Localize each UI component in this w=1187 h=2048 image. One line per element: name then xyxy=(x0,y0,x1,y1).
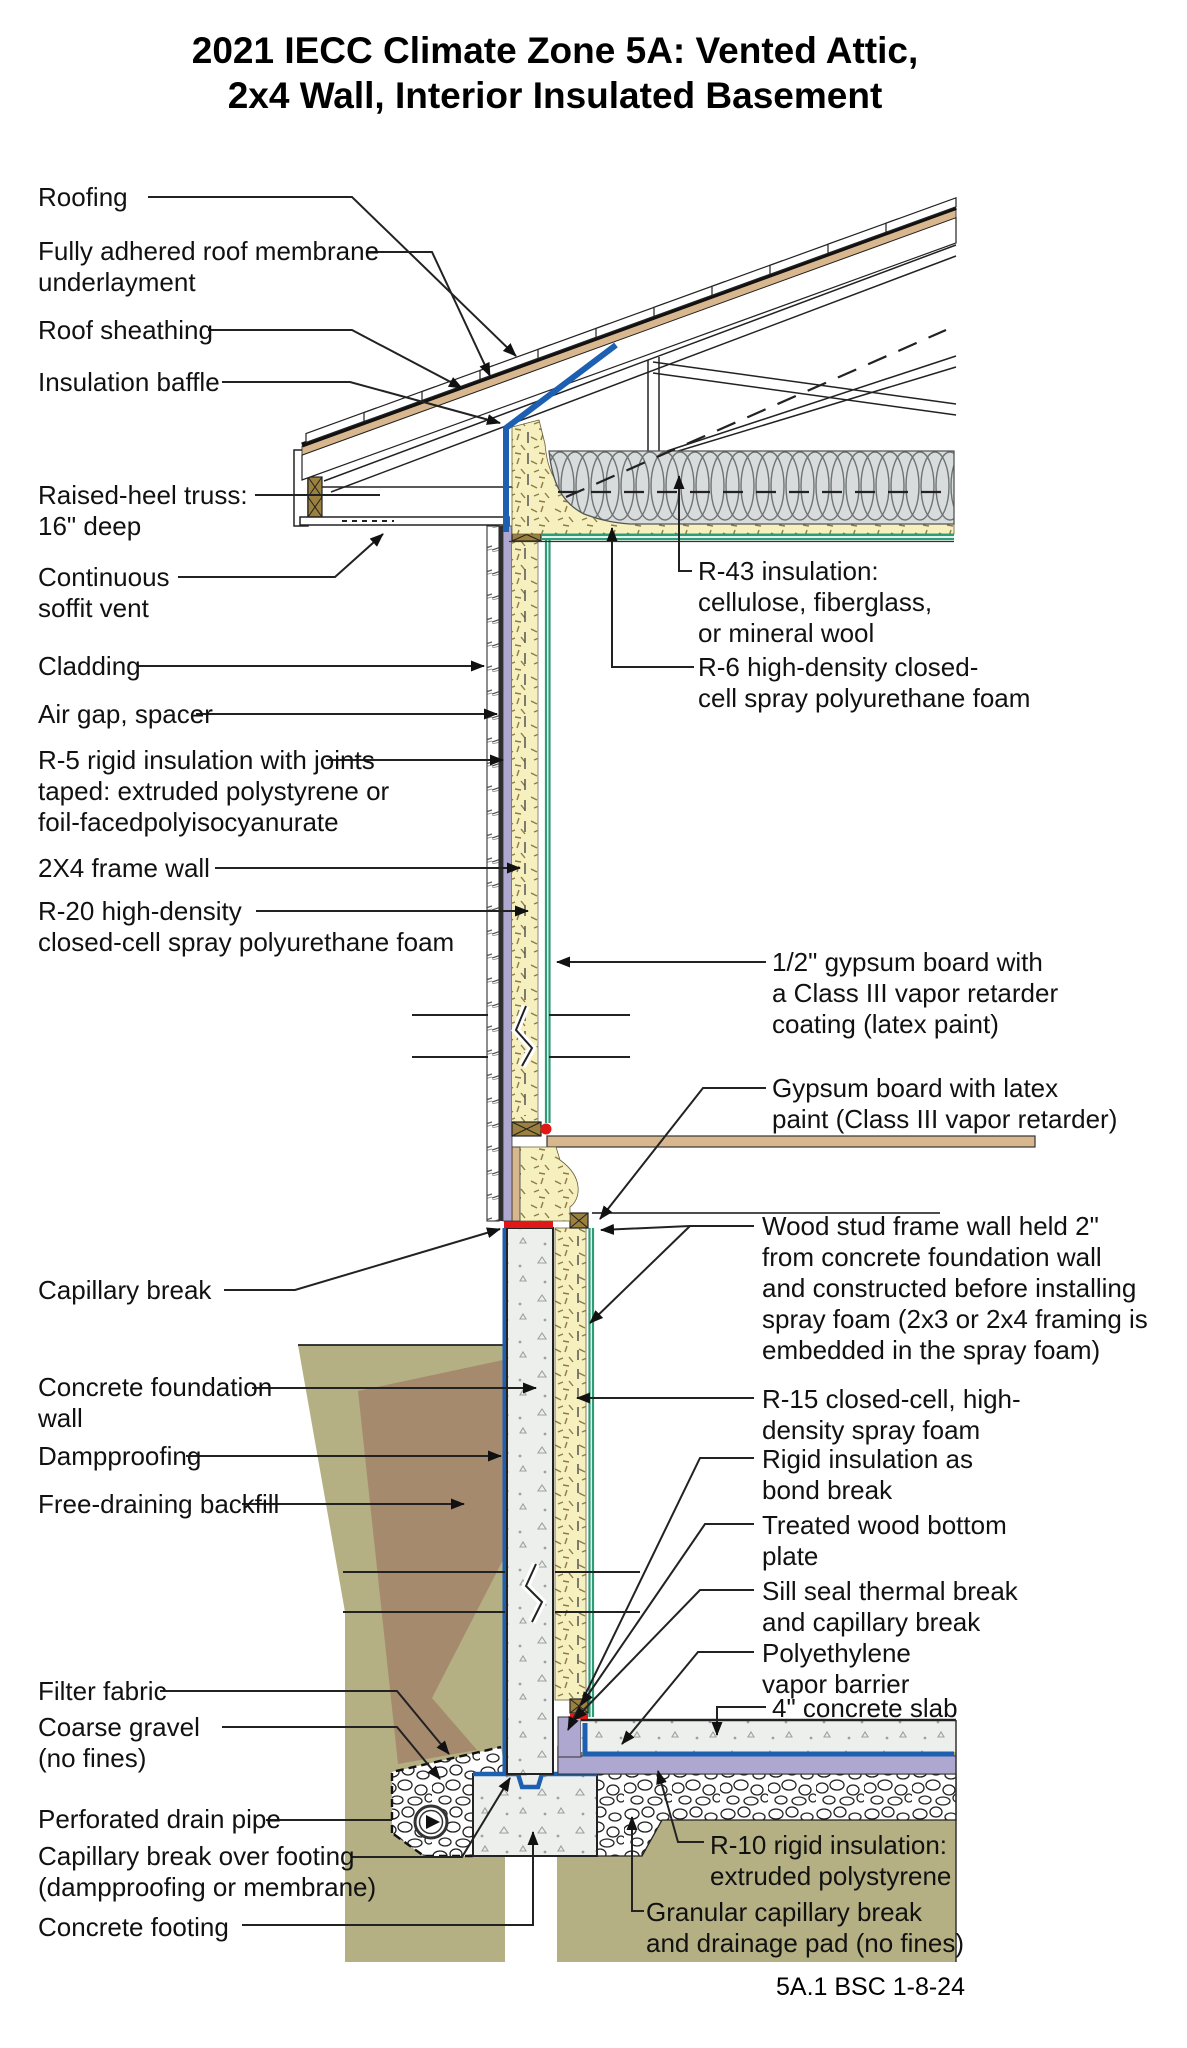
label-membrane: Fully adhered roof membrane underlayment xyxy=(38,236,380,297)
label-gravel: Coarse gravel (no fines) xyxy=(38,1712,200,1773)
slab-assembly xyxy=(557,1716,957,1962)
diagram-title: 2021 IECC Climate Zone 5A: Vented Attic,… xyxy=(191,30,919,116)
roof-assembly xyxy=(301,196,957,493)
insulation-baffle-line xyxy=(503,342,618,532)
label-frame-2x4: 2X4 frame wall xyxy=(38,853,210,883)
label-pipe: Perforated drain pipe xyxy=(38,1804,281,1834)
label-sill: Sill seal thermal break and capillary br… xyxy=(762,1576,1018,1637)
label-footing: Concrete footing xyxy=(38,1912,229,1942)
label-slab: 4" concrete slab xyxy=(772,1693,958,1723)
label-woodstud: Wood stud frame wall held 2" from concre… xyxy=(762,1211,1148,1365)
label-gyp2: Gypsum board with latex paint (Class III… xyxy=(772,1073,1118,1134)
label-sheathing: Roof sheathing xyxy=(38,315,213,345)
label-r20: R-20 high-density closed-cell spray poly… xyxy=(38,896,455,957)
leader-lines xyxy=(138,196,766,1926)
label-baffle: Insulation baffle xyxy=(38,367,220,397)
label-filter: Filter fabric xyxy=(38,1676,167,1706)
basement-frame-wall xyxy=(554,1212,940,1719)
foundation-wall xyxy=(502,1221,554,1775)
label-r15: R-15 closed-cell, high- density spray fo… xyxy=(762,1384,1021,1445)
label-r6: R-6 high-density closed- cell spray poly… xyxy=(698,652,1031,713)
label-soffit: Continuous soffit vent xyxy=(38,562,170,623)
truss-webs xyxy=(323,244,957,493)
break-lines xyxy=(343,1004,640,1624)
above-grade-wall xyxy=(486,525,552,1222)
first-floor xyxy=(511,1135,1036,1222)
label-r5: R-5 rigid insulation with joints taped: … xyxy=(38,745,390,837)
label-poly: Polyethylene vapor barrier xyxy=(762,1638,911,1699)
label-r43: R-43 insulation: cellulose, fiberglass, … xyxy=(698,556,933,648)
label-plate: Treated wood bottom plate xyxy=(762,1510,1007,1571)
label-damp: Dampproofing xyxy=(38,1441,202,1471)
label-truss: Raised-heel truss: 16" deep xyxy=(38,480,248,541)
label-roofing: Roofing xyxy=(38,182,128,212)
label-cladding: Cladding xyxy=(38,651,141,681)
attic-insulation xyxy=(503,328,955,543)
shingles xyxy=(305,196,957,444)
label-backfill: Free-draining backfill xyxy=(38,1489,280,1519)
label-foundwall: Concrete foundation wall xyxy=(38,1372,273,1433)
label-bond: Rigid insulation as bond break xyxy=(762,1444,974,1505)
label-gyp1: 1/2" gypsum board with a Class III vapor… xyxy=(772,947,1059,1039)
label-capbreak: Capillary break xyxy=(38,1275,212,1305)
label-capfooting: Capillary break over footing (dampproofi… xyxy=(38,1841,377,1902)
footing-drainage xyxy=(390,1745,957,1858)
label-r10: R-10 rigid insulation: extruded polystyr… xyxy=(710,1830,952,1891)
label-granular: Granular capillary break and drainage pa… xyxy=(646,1897,965,1958)
drawing-number: 5A.1 BSC 1-8-24 xyxy=(776,1973,965,2001)
label-airgap: Air gap, spacer xyxy=(38,699,213,729)
